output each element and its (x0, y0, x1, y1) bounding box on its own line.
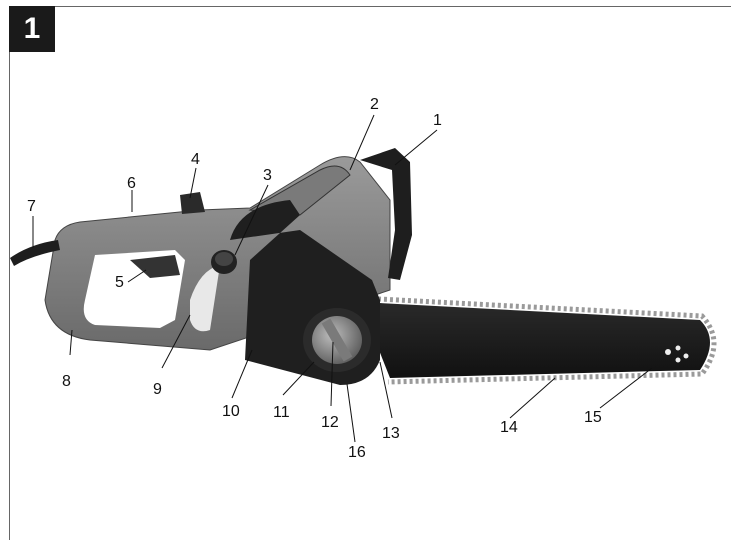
callout-9: 9 (153, 381, 162, 398)
callout-15: 15 (584, 409, 602, 426)
callout-10: 10 (222, 403, 240, 420)
figure-number-badge: 1 (9, 6, 55, 52)
callout-6: 6 (127, 175, 136, 192)
hand-guard (360, 148, 412, 280)
callout-5: 5 (115, 274, 124, 291)
leader-lines (32, 114, 653, 443)
callout-12: 12 (321, 414, 339, 431)
callout-16: 16 (348, 444, 366, 461)
callout-14: 14 (500, 419, 518, 436)
callout-4: 4 (191, 151, 200, 168)
callout-3: 3 (263, 167, 272, 184)
callout-7: 7 (27, 198, 36, 215)
tension-knob (303, 308, 371, 372)
callout-11: 11 (273, 404, 290, 421)
callout-8: 8 (62, 373, 71, 390)
guide-bar (359, 295, 717, 385)
callout-1: 1 (433, 112, 442, 129)
callout-2: 2 (370, 96, 379, 113)
callout-13: 13 (382, 425, 400, 442)
oil-cap (211, 250, 237, 274)
figure-frame (9, 6, 731, 540)
